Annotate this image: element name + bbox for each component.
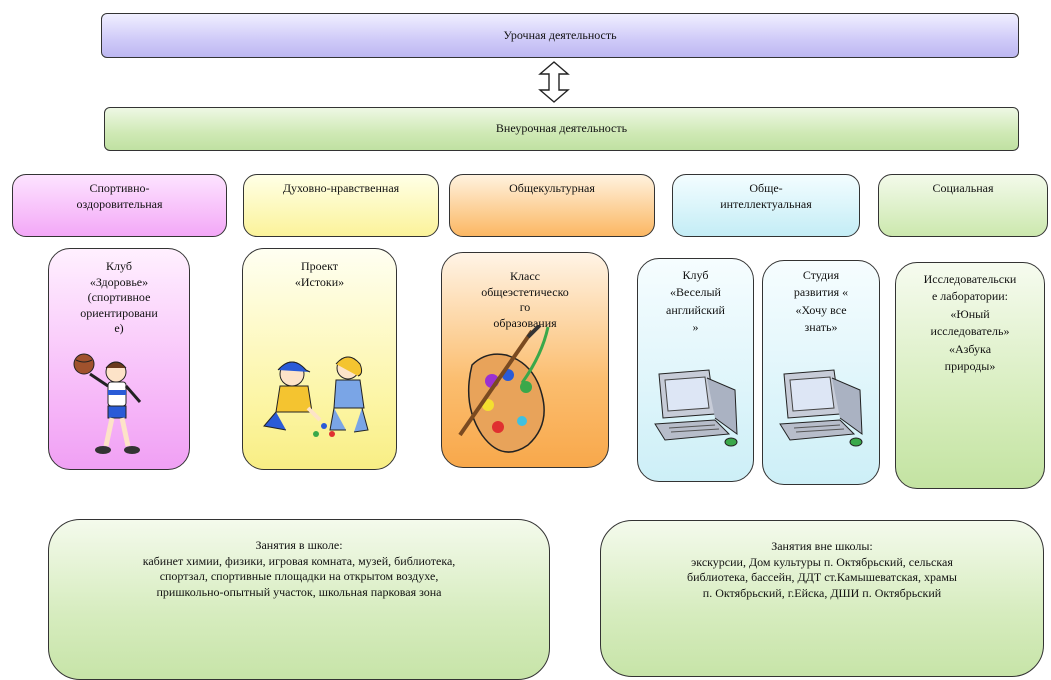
lesson-activity-label: Урочная деятельность: [503, 27, 617, 42]
card-label: Проект «Истоки»: [294, 259, 345, 289]
card-istoki-project: Проект «Истоки»: [242, 248, 397, 470]
category-label: Обще- интеллектуальная: [720, 181, 812, 211]
paint-palette-icon: [458, 325, 550, 453]
category-label: Духовно-нравственная: [282, 181, 400, 195]
boy-with-ball-icon: [73, 353, 142, 454]
category-social: Социальная: [878, 174, 1048, 237]
card-label: Клуб «Веселый английский »: [666, 268, 725, 335]
category-label: Общекультурная: [509, 181, 595, 195]
extracurricular-activity-bar: Внеурочная деятельность: [104, 107, 1019, 151]
category-sport-health: Спортивно- оздоровительная: [12, 174, 227, 237]
category-general-cultural: Общекультурная: [449, 174, 655, 237]
in-school-text: кабинет химии, физики, игровая комната, …: [142, 553, 456, 599]
children-playing-icon: [263, 356, 369, 437]
in-school-title: Занятия в школе:: [255, 538, 343, 552]
lesson-activity-bar: Урочная деятельность: [101, 13, 1019, 58]
card-label: Исследовательски е лаборатории: «Юный ис…: [923, 272, 1017, 373]
card-aesthetic-class: Класс общеэстетическо го образования: [441, 252, 609, 468]
in-school-activities: Занятия в школе: кабинет химии, физики, …: [48, 519, 550, 680]
extracurricular-activity-label: Внеурочная деятельность: [495, 121, 628, 136]
out-of-school-activities: Занятия вне школы: экскурсии, Дом культу…: [600, 520, 1044, 677]
category-label: Спортивно- оздоровительная: [76, 181, 163, 211]
card-label: Класс общеэстетическо го образования: [481, 269, 569, 330]
card-label: Студия развития « «Хочу все знать»: [793, 268, 849, 335]
computer-icon: [654, 369, 738, 447]
card-research-labs: Исследовательски е лаборатории: «Юный ис…: [895, 262, 1045, 489]
out-of-school-text: экскурсии, Дом культуры п. Октябрьский, …: [686, 554, 957, 600]
computer-icon: [779, 369, 863, 447]
out-of-school-title: Занятия вне школы:: [771, 539, 873, 553]
category-general-intellectual: Обще- интеллектуальная: [672, 174, 860, 237]
category-label: Социальная: [932, 181, 994, 195]
card-label: Клуб «Здоровье» (спортивное ориентирован…: [80, 259, 158, 336]
category-spiritual-moral: Духовно-нравственная: [243, 174, 439, 237]
card-health-club: Клуб «Здоровье» (спортивное ориентирован…: [48, 248, 190, 470]
double-arrow-icon: [538, 61, 570, 103]
